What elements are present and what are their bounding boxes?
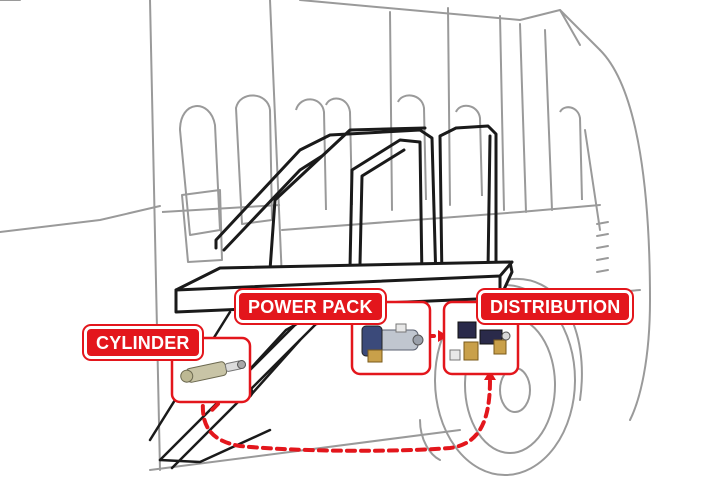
distribution-valve-icon [449,321,511,361]
lift-platform [174,124,514,314]
distribution-label: DISTRIBUTION [478,290,633,323]
bus-body [0,0,651,476]
power-pack-label: POWER PACK [236,290,385,323]
bus-seats [161,94,583,263]
power-pack-icon [361,323,424,363]
hydraulic-cylinder-icon [180,360,247,383]
cylinder-label: CYLINDER [84,326,202,359]
